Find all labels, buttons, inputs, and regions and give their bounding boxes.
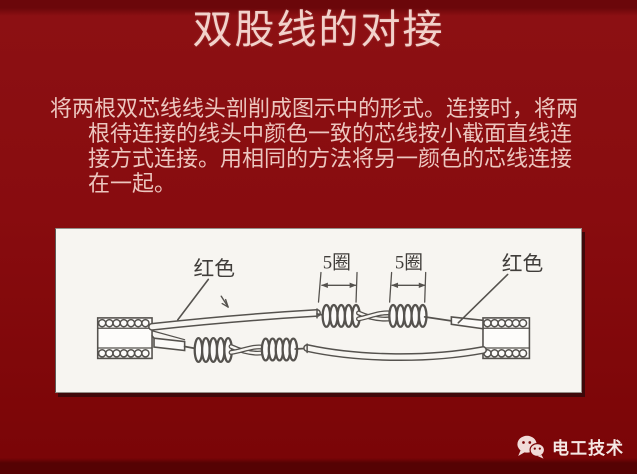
body-line: 根待连接的线头中颜色一致的芯线按小截面直线连 (88, 121, 573, 146)
slide-title: 双股线的对接 (192, 7, 445, 52)
left-red-leader (176, 278, 229, 321)
dimension-right (388, 271, 427, 303)
label-left-red: 红色 (194, 257, 235, 280)
lower-core-wire (294, 343, 487, 362)
right-cable (482, 317, 531, 360)
body-line: 将两根双芯线线头剖削成图示中的形式。连接时，将两 (50, 96, 579, 121)
left-cable (96, 317, 153, 360)
body-line: 接方式连接。用相同的方法将另一颜色的芯线连接 (88, 146, 573, 171)
label-right-red: 红色 (502, 252, 543, 275)
label-turns-right: 5圈 (395, 253, 423, 274)
wechat-icon (517, 435, 545, 459)
upper-wrap-coil-right (388, 303, 428, 328)
lower-left-taper (151, 334, 197, 352)
right-red-leader (457, 273, 509, 324)
upper-core-wire (148, 308, 324, 341)
lower-twist (228, 344, 265, 356)
diagram-panel: 红色 红色 5圈 5圈 (55, 228, 582, 393)
label-turns-left: 5圈 (323, 253, 351, 274)
wire-joint-diagram: 红色 红色 5圈 5圈 (96, 252, 543, 364)
body-line: 在一起。 (88, 171, 177, 196)
upper-right-taper (423, 316, 484, 330)
upper-twist (356, 310, 393, 322)
upper-wrap-coil-left (321, 303, 361, 328)
brand-name: 电工技术 (552, 439, 624, 458)
lower-wrap-coil-left (193, 337, 233, 364)
body-paragraph: 将两根双芯线线头剖削成图示中的形式。连接时，将两 根待连接的线头中颜色一致的芯线… (0, 96, 637, 196)
brand-footer: 电工技术 (516, 434, 624, 459)
dimension-left (317, 271, 358, 303)
lower-wrap-coil-right (260, 337, 299, 362)
